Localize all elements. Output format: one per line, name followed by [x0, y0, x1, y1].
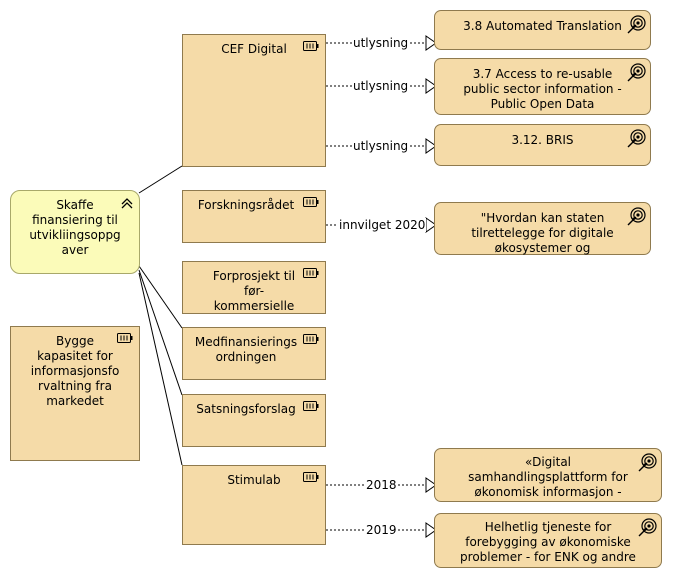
process-label: Skaffe finansiering til utvikliingsoppg …	[29, 198, 121, 257]
battery-icon	[303, 334, 319, 344]
goal-label: "Hvordan kan staten tilrettelegge for di…	[471, 211, 614, 255]
edge-label-innvilget: innvilget 2020	[338, 218, 427, 232]
resource-forskningsradet[interactable]: Forskningsrådet	[182, 190, 326, 243]
resource-bygge-kapasitet[interactable]: Bygge kapasitet for informasjonsfo rvalt…	[10, 326, 140, 461]
arrowhead-stimulab-digital	[425, 477, 437, 493]
edge-label-year: 2019	[365, 523, 398, 537]
target-icon	[638, 518, 657, 537]
target-icon	[627, 63, 646, 82]
battery-icon	[117, 333, 133, 343]
target-icon	[627, 129, 646, 148]
goal-label: «Digital samhandlingsplattform for økono…	[468, 455, 628, 499]
battery-icon	[303, 197, 319, 207]
resource-label: Forskningsrådet	[197, 198, 295, 212]
arrowhead-cef-312	[425, 138, 437, 154]
assoc-skaffe-satsning[interactable]	[138, 269, 183, 396]
arrowhead-cef-38	[425, 35, 437, 51]
target-icon	[627, 15, 646, 34]
arrowhead-stimulab-helhetlig	[425, 522, 437, 538]
edge-label-utlysning: utlysning	[352, 79, 410, 93]
arrowhead-cef-37	[425, 78, 437, 94]
chevron-up-icon	[121, 198, 133, 209]
edge-label-utlysning: utlysning	[352, 36, 410, 50]
goal-automated-translation[interactable]: 3.8 Automated Translation	[434, 10, 651, 50]
goal-digitale-okosystemer[interactable]: "Hvordan kan staten tilrettelegge for di…	[434, 202, 651, 255]
battery-icon	[303, 41, 319, 51]
goal-label: 3.8 Automated Translation	[463, 19, 622, 33]
goal-label: Helhetlig tjeneste for forebygging av øk…	[460, 520, 636, 564]
process-skaffe-finansiering[interactable]: Skaffe finansiering til utvikliingsoppg …	[10, 190, 140, 274]
resource-label: CEF Digital	[221, 42, 287, 56]
goal-label: 3.12. BRIS	[511, 133, 574, 147]
target-icon	[638, 453, 657, 472]
assoc-skaffe-stimulab[interactable]	[138, 272, 183, 466]
resource-stimulab[interactable]: Stimulab	[182, 465, 326, 545]
edge-label-utlysning: utlysning	[352, 139, 410, 153]
battery-icon	[303, 268, 319, 278]
resource-satsningsforslag[interactable]: Satsningsforslag	[182, 394, 326, 447]
battery-icon	[303, 472, 319, 482]
goal-public-open-data[interactable]: 3.7 Access to re-usable public sector in…	[434, 58, 651, 115]
goal-label: 3.7 Access to re-usable public sector in…	[463, 67, 622, 111]
resource-forprosjekt[interactable]: Forprosjekt til før- kommersielle	[182, 261, 326, 314]
resource-label: Medfinansierings ordningen	[194, 335, 298, 364]
goal-samhandlingsplattform[interactable]: «Digital samhandlingsplattform for økono…	[434, 448, 662, 502]
target-icon	[627, 207, 646, 226]
resource-label: Forprosjekt til før- kommersielle	[212, 269, 296, 313]
assoc-skaffe-medfin[interactable]	[138, 265, 183, 329]
battery-icon	[303, 401, 319, 411]
resource-label: Stimulab	[227, 473, 281, 487]
assoc-skaffe-cef[interactable]	[138, 165, 183, 194]
resource-label: Satsningsforslag	[196, 402, 296, 416]
goal-helhetlig-tjeneste[interactable]: Helhetlig tjeneste for forebygging av øk…	[434, 513, 662, 568]
resource-cef-digital[interactable]: CEF Digital	[182, 34, 326, 167]
edge-label-year: 2018	[365, 478, 398, 492]
resource-medfinansiering[interactable]: Medfinansierings ordningen	[182, 327, 326, 380]
goal-bris[interactable]: 3.12. BRIS	[434, 124, 651, 166]
resource-label: Bygge kapasitet for informasjonsfo rvalt…	[30, 334, 120, 408]
